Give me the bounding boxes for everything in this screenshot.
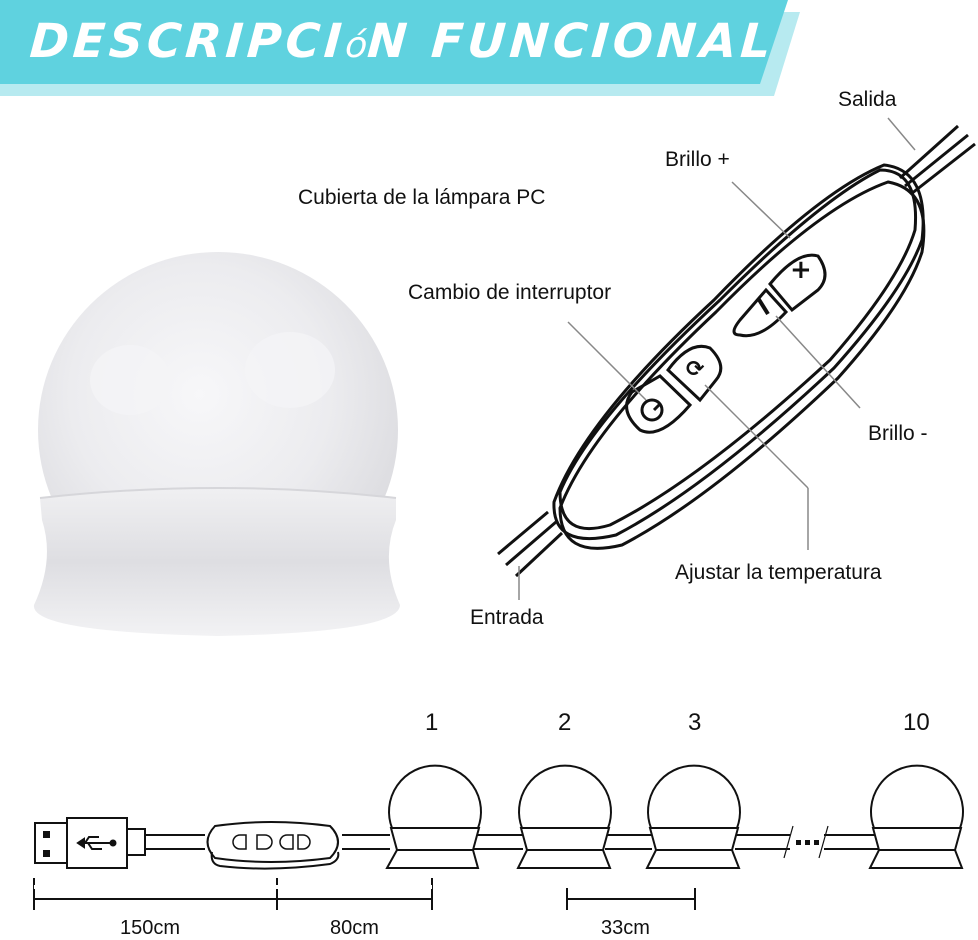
svg-text:⟳: ⟳ [686,357,705,382]
bulb-10 [868,764,964,869]
banner-background [0,0,800,96]
bulb-3 [645,764,741,869]
bulb-number-1: 1 [425,709,439,736]
usb-plug-icon [34,822,68,864]
dimension-80cm: 80cm [330,917,379,939]
svg-text:+: + [790,255,812,285]
label-brillo-minus: Brillo - [868,422,928,445]
label-ajustar-temperatura: Ajustar la temperatura [675,561,882,584]
bulb-number-10: 10 [903,709,930,736]
dimension-33cm: 33cm [601,917,650,939]
label-cubierta: Cubierta de la lámpara PC [298,186,546,209]
label-cambio-interruptor: Cambio de interruptor [408,281,612,304]
dimension-150cm: 150cm [120,917,181,939]
bulb-1 [385,764,482,869]
bulb-number-3: 3 [688,709,702,736]
label-salida: Salida [838,88,897,111]
label-brillo-plus: Brillo + [665,148,730,171]
bulb-number-2: 2 [558,709,572,736]
label-entrada: Entrada [470,606,544,629]
bulb-2 [516,764,612,869]
